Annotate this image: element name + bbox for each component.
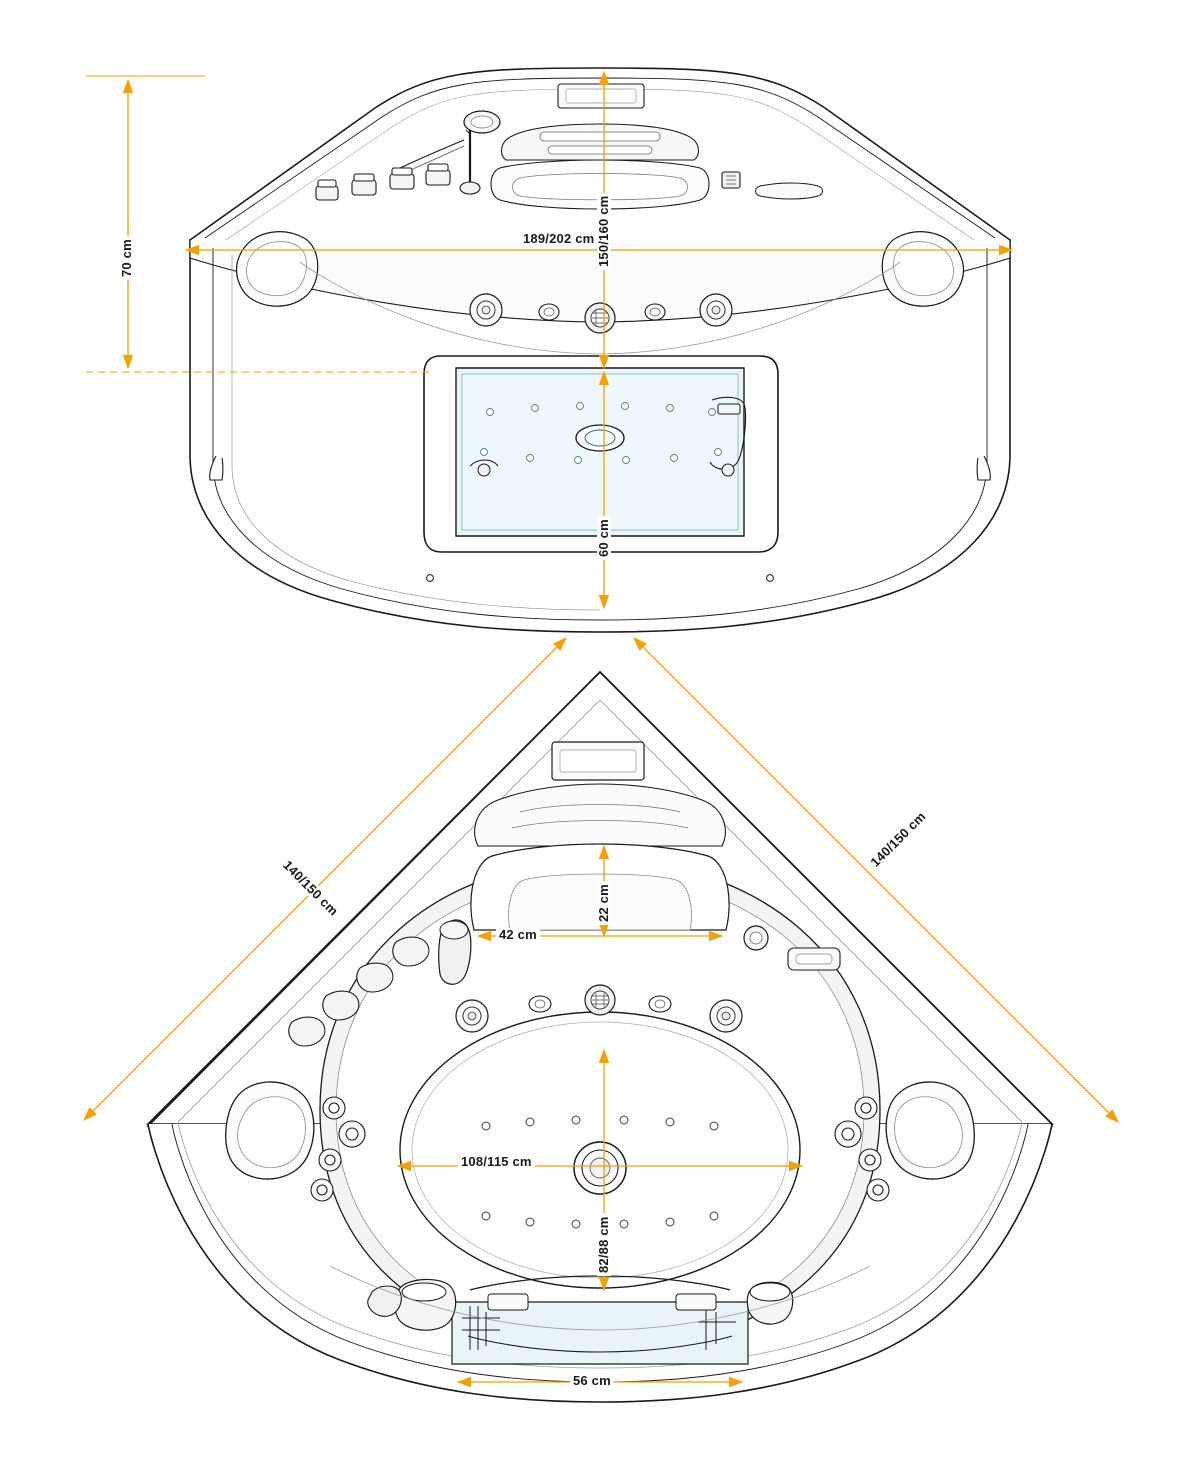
dimension-label-width-56: 56 cm [570,1374,614,1388]
dimension-label-width-189-202: 189/202 cm [520,232,598,246]
dimension-label-height-60: 60 cm [596,516,611,560]
dimension-label-height-70: 70 cm [119,236,134,280]
top-plan-drawing [146,670,1054,1403]
dimension-label-height-82-88: 82/88 cm [596,1213,611,1276]
dimension-label-depth-22: 22 cm [596,881,611,925]
dimension-label-width-108-115: 108/115 cm [458,1155,535,1169]
dimension-label-width-42: 42 cm [496,928,540,942]
dimension-label-height-150-160: 150/160 cm [596,192,611,270]
